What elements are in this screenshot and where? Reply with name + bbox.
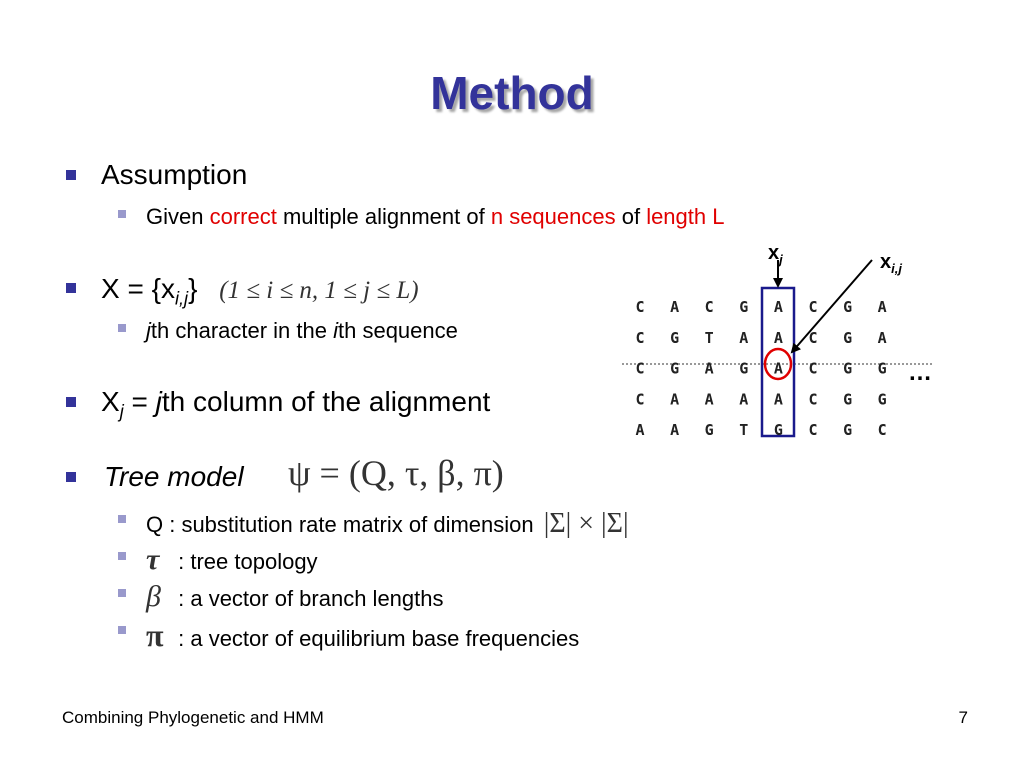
alignment-cell: C xyxy=(808,390,817,408)
assumption-heading: Assumption xyxy=(101,159,248,190)
xj-label: xj xyxy=(768,242,783,267)
xij-label: xi,j xyxy=(880,251,902,276)
alignment-cell: A xyxy=(878,329,887,347)
sub-bullet-square xyxy=(118,210,126,218)
x-def-description: jth character in the ith sequence xyxy=(146,318,458,344)
sub-bullet-square xyxy=(118,626,126,634)
sub-bullet-square xyxy=(118,552,126,560)
alignment-cell: A xyxy=(705,360,714,378)
xj-rest: th column of the alignment xyxy=(161,386,491,417)
alignment-cell: A xyxy=(670,421,679,439)
alignment-cell: A xyxy=(739,390,748,408)
x-def-sub: i,j xyxy=(174,288,189,309)
given-text-3: of xyxy=(615,204,647,229)
tree-item-pi-text: : a vector of equilibrium base frequenci… xyxy=(178,626,580,651)
sub-bullet-square xyxy=(118,589,126,597)
xj-x: X xyxy=(101,386,120,417)
given-nseq: n sequences xyxy=(490,204,616,229)
alignment-cell: G xyxy=(670,360,679,378)
alignment-cell: C xyxy=(878,421,887,439)
alignment-cell: G xyxy=(843,298,852,316)
alignment-cell: G xyxy=(843,421,852,439)
alignment-cell: G xyxy=(843,329,852,347)
x-def-range: (1 ≤ i ≤ n, 1 ≤ j ≤ L) xyxy=(219,277,419,304)
given-length: length L xyxy=(646,204,725,229)
x-def-desc-i: i xyxy=(333,318,338,343)
given-text-2: multiple alignment of xyxy=(276,204,491,229)
column-highlight-box xyxy=(760,286,796,438)
alignment-cell: C xyxy=(808,298,817,316)
sub-bullet-square xyxy=(118,324,126,332)
pi-symbol: π xyxy=(146,617,164,653)
alignment-cell: A xyxy=(670,298,679,316)
tree-item-beta-text: : a vector of branch lengths xyxy=(178,586,444,611)
bullet-square xyxy=(66,397,76,407)
alignment-cell: G xyxy=(739,298,748,316)
alignment-cell: G xyxy=(878,390,887,408)
alignment-cell: A xyxy=(774,360,783,378)
alignment-cell: G xyxy=(878,360,887,378)
alignment-cell: C xyxy=(635,360,644,378)
alignment-cell: C xyxy=(705,298,714,316)
tree-model-formula: ψ = (Q, τ, β, π) xyxy=(288,453,504,493)
xij-arrow xyxy=(790,259,873,354)
alignment-cell: C xyxy=(635,390,644,408)
alignment-cell: T xyxy=(705,329,714,347)
alignment-cell: A xyxy=(878,298,887,316)
xj-j: j xyxy=(155,386,162,417)
alignment-cell: G xyxy=(670,329,679,347)
beta-symbol: β xyxy=(146,580,161,613)
alignment-cell: C xyxy=(808,421,817,439)
tree-item-q: Q : substitution rate matrix of dimensio… xyxy=(146,508,629,540)
tree-item-beta: β : a vector of branch lengths xyxy=(146,580,444,614)
page-number: 7 xyxy=(958,708,968,727)
x-definition: X = {xi,j} (1 ≤ i ≤ n, 1 ≤ j ≤ L) xyxy=(101,273,419,310)
alignment-cell: C xyxy=(635,329,644,347)
alignment-cell: A xyxy=(739,329,748,347)
sub-bullet-square xyxy=(118,515,126,523)
alignment-cell: A xyxy=(635,421,644,439)
given-text-1: Given xyxy=(146,204,210,229)
tree-item-tau-text: : tree topology xyxy=(178,549,318,574)
x-def-desc-end: th sequence xyxy=(338,318,458,343)
tree-item-q-text: Q : substitution rate matrix of dimensio… xyxy=(146,512,534,537)
xj-sub: j xyxy=(119,401,124,422)
alignment-cell: A xyxy=(774,390,783,408)
tree-model-label: Tree model xyxy=(104,461,244,492)
alignment-cell: G xyxy=(739,360,748,378)
tau-symbol: τ xyxy=(146,543,160,576)
alignment-ellipsis: … xyxy=(908,359,932,386)
x-def-suffix: } xyxy=(188,273,198,304)
alignment-cell: A xyxy=(670,390,679,408)
tree-item-pi: π : a vector of equilibrium base frequen… xyxy=(146,617,579,654)
alignment-cell: C xyxy=(808,360,817,378)
x-def-prefix: X = {x xyxy=(101,273,175,304)
given-correct: correct xyxy=(209,204,277,229)
alignment-cell: T xyxy=(739,421,748,439)
alignment-cell: G xyxy=(843,390,852,408)
xj-eq: = xyxy=(123,386,156,417)
given-line: Given correct multiple alignment of n se… xyxy=(146,204,724,230)
alignment-cell: A xyxy=(774,298,783,316)
alignment-cell: C xyxy=(635,298,644,316)
xj-definition: Xj = jth column of the alignment xyxy=(101,386,490,423)
alignment-cell: A xyxy=(705,390,714,408)
alignment-cell: G xyxy=(774,421,783,439)
bullet-square xyxy=(66,283,76,293)
bullet-square xyxy=(66,170,76,180)
x-def-desc-mid: th character in the xyxy=(150,318,334,343)
bullet-square xyxy=(66,472,76,482)
footer-title: Combining Phylogenetic and HMM xyxy=(62,708,324,727)
slide-title: Method xyxy=(430,67,594,119)
alignment-cell: G xyxy=(843,360,852,378)
sigma-dimension-math: |Σ| × |Σ| xyxy=(543,508,629,539)
alignment-cell: G xyxy=(705,421,714,439)
cell-highlight-circle xyxy=(763,347,793,381)
tree-item-tau: τ : tree topology xyxy=(146,543,318,577)
x-def-desc-j: j xyxy=(146,318,151,343)
alignment-cell: C xyxy=(808,329,817,347)
alignment-cell: A xyxy=(774,329,783,347)
